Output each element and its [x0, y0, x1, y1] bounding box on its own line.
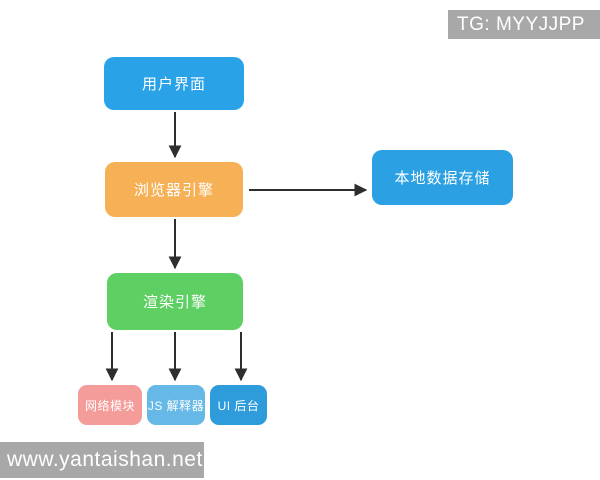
- node-ui-backend: UI 后台: [210, 385, 267, 425]
- watermark-telegram: TG: MYYJJPP: [448, 10, 600, 39]
- node-network-module: 网络模块: [78, 385, 142, 425]
- node-local-data-storage: 本地数据存储: [372, 150, 513, 205]
- watermark-website: www.yantaishan.net: [0, 442, 204, 478]
- node-browser-engine: 浏览器引擎: [105, 162, 243, 217]
- node-rendering-engine: 渲染引擎: [107, 273, 243, 330]
- node-user-interface: 用户界面: [104, 57, 244, 110]
- node-js-interpreter: JS 解释器: [147, 385, 205, 425]
